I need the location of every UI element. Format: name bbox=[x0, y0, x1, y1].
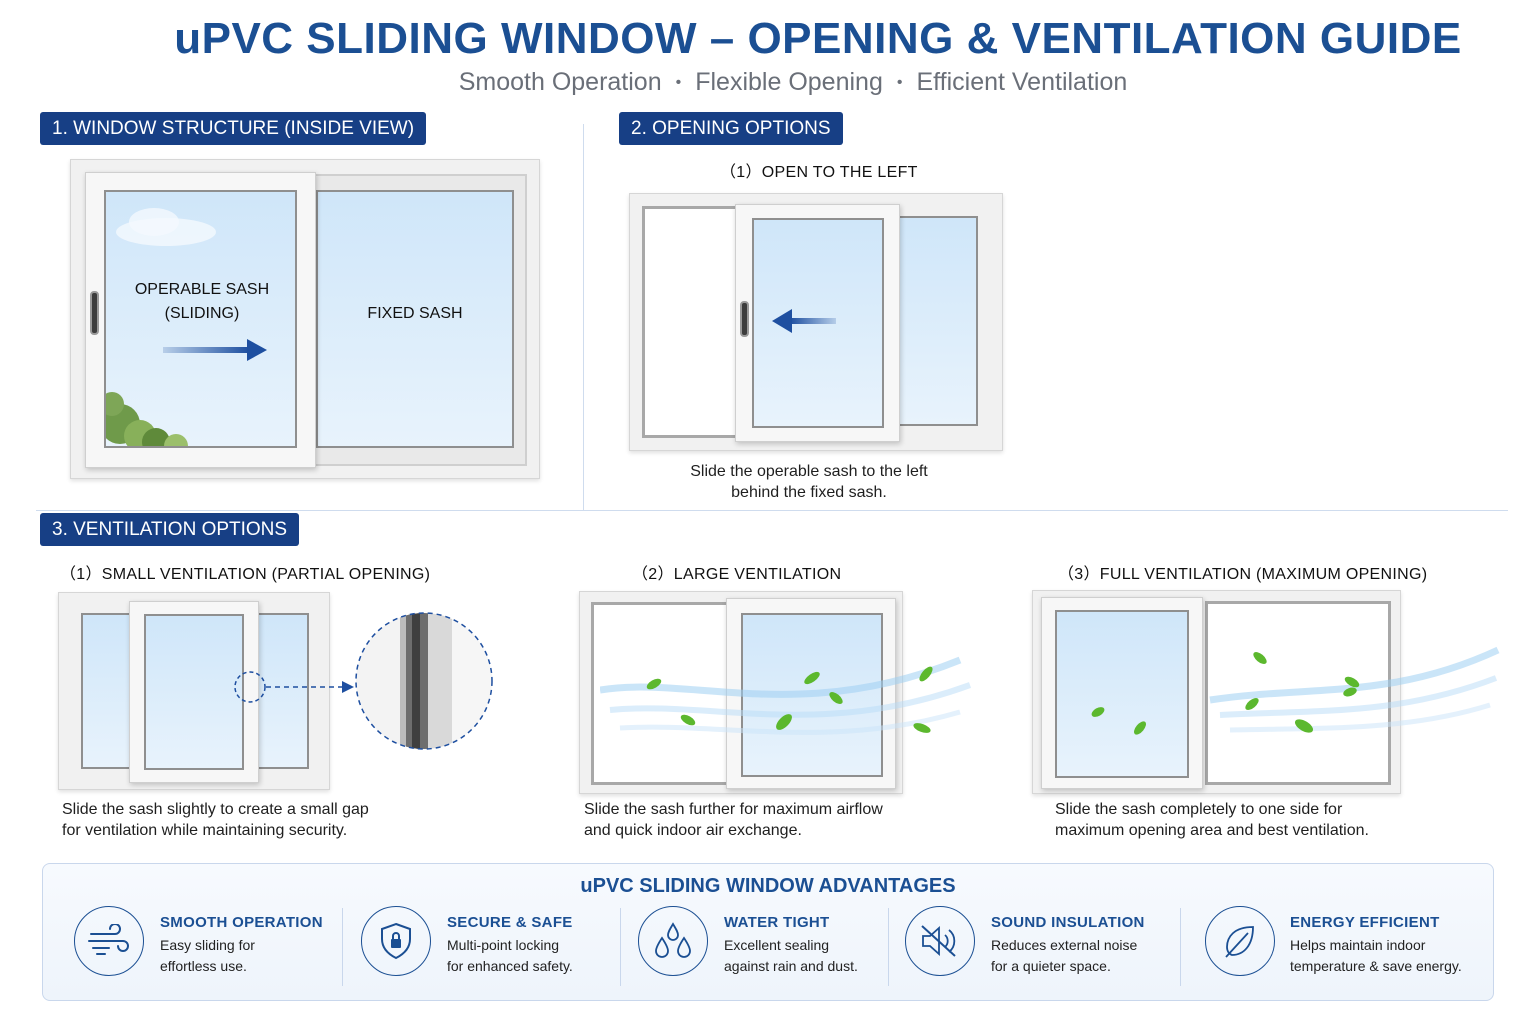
advantages-title: uPVC SLIDING WINDOW ADVANTAGES bbox=[580, 875, 956, 897]
ventilation-option-title: （3）FULL VENTILATION (MAXIMUM OPENING) bbox=[1058, 566, 1428, 583]
fixed-sash-glass bbox=[81, 613, 137, 769]
advantage-divider bbox=[888, 908, 889, 986]
wind-icon bbox=[74, 906, 144, 976]
shield-lock-icon bbox=[361, 906, 431, 976]
advantage-divider bbox=[1180, 908, 1181, 986]
structure-window-frame: OPERABLE SASH (SLIDING) FIXED SASH bbox=[70, 159, 540, 479]
airflow-leaves-illustration bbox=[1091, 646, 1500, 735]
advantage-title: ENERGY EFFICIENT bbox=[1290, 914, 1440, 931]
section-label-opening: 2. OPENING OPTIONS bbox=[619, 112, 843, 145]
ventilation-option-caption: Slide the sash further for maximum airfl… bbox=[584, 799, 1004, 841]
advantage-description-line: against rain and dust. bbox=[724, 958, 858, 974]
caption-line: Slide the sash further for maximum airfl… bbox=[584, 801, 883, 818]
caption-line: behind the fixed sash. bbox=[731, 484, 887, 501]
section-label-structure: 1. WINDOW STRUCTURE (INSIDE VIEW) bbox=[40, 112, 427, 145]
water-drops-icon bbox=[638, 906, 708, 976]
advantage-description-line: Excellent sealing bbox=[724, 937, 830, 953]
page-subtitle: Smooth Operation • Flexible Opening • Effici… bbox=[0, 68, 1536, 97]
operable-sash-label-line1: OPERABLE SASH bbox=[134, 281, 270, 298]
caption-line: for ventilation while maintaining securi… bbox=[62, 822, 348, 839]
advantage-description-line: Easy sliding for bbox=[160, 937, 255, 953]
ventilation-option-caption: Slide the sash completely to one side fo… bbox=[1055, 799, 1475, 841]
caption-line: and quick indoor air exchange. bbox=[584, 822, 802, 839]
advantage-description: Reduces external noise for a quieter spa… bbox=[991, 935, 1171, 977]
open-left-window-frame bbox=[629, 193, 1003, 451]
section-divider bbox=[36, 510, 1508, 511]
ventilation-option-caption: Slide the sash slightly to create a smal… bbox=[62, 799, 482, 841]
fixed-sash-glass bbox=[316, 190, 514, 448]
slide-right-arrow bbox=[163, 339, 267, 361]
sky-clouds-illustration bbox=[106, 208, 216, 446]
subtitle-item: Smooth Operation bbox=[458, 68, 662, 96]
advantage-title: SOUND INSULATION bbox=[991, 914, 1145, 931]
advantage-divider bbox=[620, 908, 621, 986]
fixed-sash-label: FIXED SASH bbox=[367, 305, 463, 322]
gap-detail-callout bbox=[234, 612, 493, 750]
advantage-description: Helps maintain indoor temperature & save… bbox=[1290, 935, 1490, 977]
advantage-description-line: temperature & save energy. bbox=[1290, 958, 1462, 974]
speaker-mute-icon bbox=[905, 906, 975, 976]
advantage-title: WATER TIGHT bbox=[724, 914, 830, 931]
opening-area bbox=[642, 206, 747, 438]
operable-sash-label: OPERABLE SASH (SLIDING) bbox=[121, 278, 283, 326]
advantage-title: SECURE & SAFE bbox=[447, 914, 573, 931]
operable-sash-glass bbox=[104, 190, 297, 448]
advantage-description-line: Helps maintain indoor bbox=[1290, 937, 1426, 953]
subtitle-separator: • bbox=[675, 74, 682, 92]
section-divider bbox=[583, 124, 584, 510]
sash-handle[interactable] bbox=[740, 301, 749, 337]
advantage-description-line: for a quieter space. bbox=[991, 958, 1111, 974]
subtitle-item: Flexible Opening bbox=[695, 68, 883, 96]
caption-line: Slide the operable sash to the left bbox=[690, 463, 928, 480]
advantage-description-line: Reduces external noise bbox=[991, 937, 1138, 953]
advantage-description: Excellent sealing against rain and dust. bbox=[724, 935, 904, 977]
operable-sash-glass bbox=[144, 614, 244, 770]
caption-line: Slide the sash slightly to create a smal… bbox=[62, 801, 369, 818]
option-caption-open-left: Slide the operable sash to the left behi… bbox=[629, 461, 989, 503]
advantage-title: SMOOTH OPERATION bbox=[160, 914, 323, 931]
advantage-description-line: Multi-point locking bbox=[447, 937, 560, 953]
caption-line: Slide the sash completely to one side fo… bbox=[1055, 801, 1343, 818]
small-ventilation-window-frame bbox=[58, 592, 330, 790]
page-title: uPVC SLIDING WINDOW – OPENING & VENTILAT… bbox=[174, 14, 1462, 63]
subtitle-separator: • bbox=[896, 74, 903, 92]
full-ventilation-window-frame bbox=[1032, 590, 1401, 794]
operable-sash[interactable] bbox=[85, 172, 316, 468]
ventilation-option-title: （1）SMALL VENTILATION (PARTIAL OPENING) bbox=[60, 566, 431, 583]
option-title-open-left: （1）OPEN TO THE LEFT bbox=[720, 164, 918, 181]
advantage-description: Multi-point locking for enhanced safety. bbox=[447, 935, 627, 977]
ventilation-option-title: （2）LARGE VENTILATION bbox=[632, 566, 842, 583]
caption-line: maximum opening area and best ventilatio… bbox=[1055, 822, 1369, 839]
airflow-leaves-illustration bbox=[600, 656, 972, 735]
sash-handle[interactable] bbox=[90, 291, 99, 335]
subtitle-item: Efficient Ventilation bbox=[916, 68, 1128, 96]
operable-sash[interactable] bbox=[129, 601, 259, 783]
operable-sash-label-line2: (SLIDING) bbox=[164, 305, 240, 322]
advantage-divider bbox=[342, 908, 343, 986]
operable-sash-glass bbox=[1055, 610, 1189, 778]
advantage-description-line: effortless use. bbox=[160, 958, 247, 974]
slide-left-arrow bbox=[772, 309, 836, 333]
operable-sash[interactable] bbox=[1041, 597, 1203, 789]
section-label-ventilation: 3. VENTILATION OPTIONS bbox=[40, 513, 300, 546]
advantage-description-line: for enhanced safety. bbox=[447, 958, 573, 974]
fixed-sash-glass bbox=[892, 216, 978, 426]
leaf-icon bbox=[1205, 906, 1275, 976]
advantage-description: Easy sliding for effortless use. bbox=[160, 935, 340, 977]
